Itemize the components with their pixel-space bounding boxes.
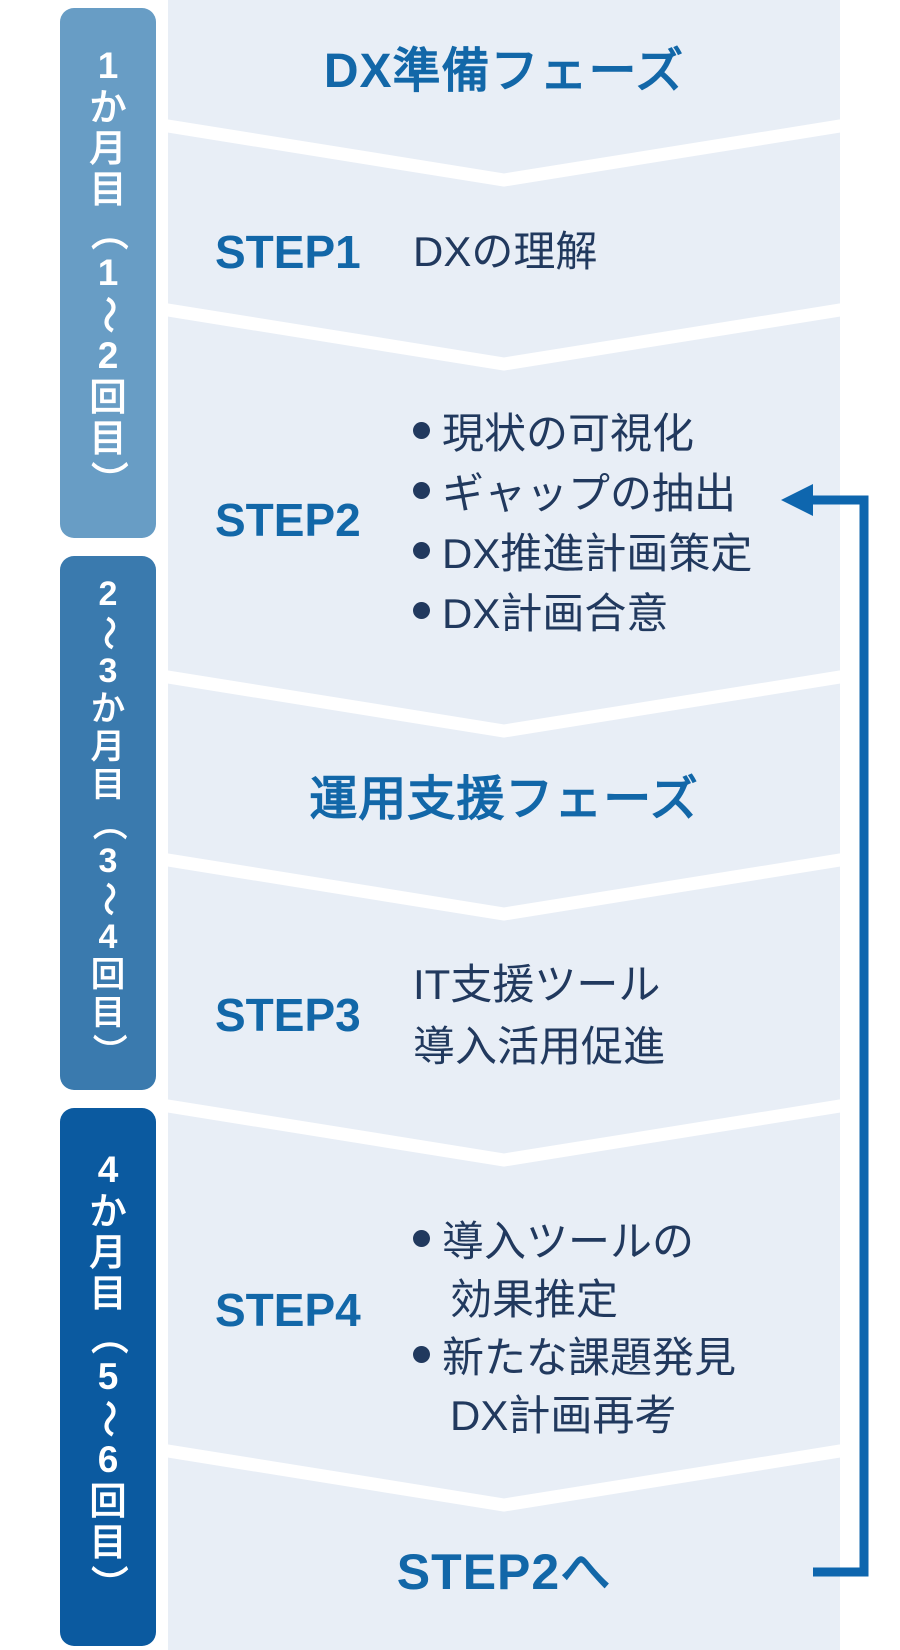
chevron-separator [160, 1443, 848, 1512]
vertical-text-char: か [89, 86, 127, 128]
step1-text: DXの理解 [413, 228, 598, 275]
vertical-text-char: 目 [89, 1522, 127, 1564]
chevron-separator [160, 852, 848, 921]
vertical-text-char: か [91, 689, 125, 728]
step3-label: STEP3 [215, 989, 361, 1041]
loop-back-arrow-line [812, 495, 869, 1577]
list-item-text: DX計画合意 [442, 589, 669, 637]
phase2-title: 運用支援フェーズ [309, 773, 699, 826]
step2-item-list: 現状の可視化 ギャップの抽出 DX推進計画策定 DX計画合意 [413, 400, 752, 640]
vertical-text-char: 目 [89, 169, 127, 211]
vertical-text-char: 3 [98, 651, 118, 690]
bullet-icon [413, 481, 430, 499]
phase-panel: DX準備フェーズ STEP1 DXの理解 STEP2 現状の可視化 ギャップの抽… [160, 0, 848, 1650]
vertical-text-char: 月 [89, 127, 127, 169]
vertical-text-char: 5 [97, 1356, 119, 1398]
vertical-text-char: 目 [89, 1273, 127, 1315]
bullet-icon [413, 1229, 430, 1247]
chevron-separators [160, 118, 848, 1512]
step3-text: IT支援ツール 導入活用促進 [413, 954, 665, 1078]
vertical-text-char: 1 [97, 252, 119, 294]
list-item: DX計画合意 [413, 580, 752, 640]
vertical-text-char: か [89, 1190, 127, 1232]
vertical-text-char: 4 [97, 1149, 119, 1191]
loop-back-label: STEP2へ [396, 1544, 612, 1600]
vertical-text-char: 4 [98, 918, 118, 957]
list-item: 導入ツールの [413, 1209, 736, 1267]
step2-label: STEP2 [215, 494, 361, 546]
bullet-icon [413, 1345, 430, 1363]
list-item-text: DX推進計画策定 [442, 529, 753, 577]
bullet-icon [413, 421, 430, 439]
bullet-icon [413, 541, 430, 559]
arrowhead-left-icon [781, 484, 813, 516]
step3-text-line2: 導入活用促進 [413, 1023, 666, 1070]
chevron-separator [160, 669, 848, 738]
chevron-separator [160, 302, 848, 371]
chevron-separator [160, 118, 848, 187]
vertical-text-char: 月 [91, 727, 125, 766]
chevron-separator [160, 1098, 848, 1167]
list-item-text: 現状の可視化 [442, 409, 695, 457]
list-item: ギャップの抽出 [413, 460, 752, 520]
list-item-text: 効果推定 [450, 1275, 619, 1323]
vertical-text-char: 回 [91, 956, 125, 995]
step4-label: STEP4 [215, 1284, 361, 1336]
vertical-text-char: 目 [91, 765, 125, 804]
vertical-text-char: 月 [89, 1231, 127, 1273]
vertical-text-char: 目 [89, 418, 127, 460]
vertical-text-char: 回 [89, 376, 127, 418]
vertical-text-char: 2 [97, 335, 119, 377]
vertical-text-char: 1 [97, 45, 119, 87]
step1-label: STEP1 [215, 226, 361, 278]
step4-item-list: 導入ツールの 効果推定 新たな課題発見 DX計画再考 [413, 1209, 736, 1441]
list-item-continuation: 効果推定 [413, 1267, 736, 1325]
vertical-text-char: 6 [97, 1439, 119, 1481]
list-item: DX推進計画策定 [413, 520, 752, 580]
vertical-text-char: 目 [91, 994, 125, 1033]
vertical-text-char: 回 [89, 1480, 127, 1522]
list-item-continuation: DX計画再考 [413, 1383, 736, 1441]
phase1-title: DX準備フェーズ [323, 45, 685, 98]
vertical-text-char: 3 [98, 842, 118, 881]
list-item-text: DX計画再考 [450, 1391, 677, 1439]
vertical-text-char: 2 [98, 575, 118, 614]
list-item-text: ギャップの抽出 [442, 469, 737, 517]
list-item-text: 新たな課題発見 [442, 1333, 737, 1381]
bullet-icon [413, 601, 430, 619]
list-item-text: 導入ツールの [442, 1217, 695, 1265]
step3-text-line1: IT支援ツール [413, 961, 661, 1008]
list-item: 新たな課題発見 [413, 1325, 736, 1383]
list-item: 現状の可視化 [413, 400, 752, 460]
